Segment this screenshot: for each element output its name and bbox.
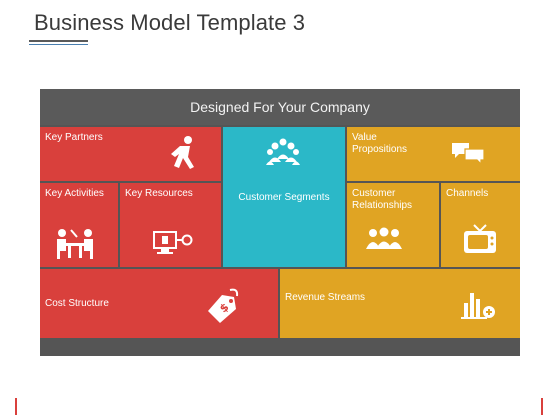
walking-person-icon (166, 135, 200, 171)
people-group-icon (266, 137, 300, 167)
meeting-desk-icon (54, 225, 96, 261)
key-activities-block: Key Activities (40, 183, 118, 267)
key-partners-block: Key Partners (40, 127, 221, 181)
customer-relationships-block: Customer Relationships (347, 183, 439, 267)
title-underline-accent (29, 44, 88, 45)
canvas-footer-strip (40, 338, 520, 356)
customer-segments-label: Customer Segments (238, 192, 330, 203)
customer-relationships-label: Customer Relationships (352, 188, 413, 211)
channels-block: Channels (441, 183, 520, 267)
monitor-presentation-icon (152, 228, 194, 258)
title-underline (29, 40, 88, 42)
canvas-header-label: Designed For Your Company (190, 99, 370, 115)
chat-bubbles-icon (451, 141, 485, 165)
value-propositions-block: Value Propositions (347, 127, 520, 181)
key-partners-label: Key Partners (45, 132, 103, 143)
key-activities-label: Key Activities (45, 188, 104, 199)
people-trio-icon (365, 227, 403, 251)
revenue-streams-block: Revenue Streams (280, 269, 520, 338)
canvas-header: Designed For Your Company (40, 89, 520, 125)
key-resources-block: Key Resources (120, 183, 221, 267)
value-propositions-label: Value Propositions (352, 132, 408, 155)
channels-label: Channels (446, 188, 489, 199)
chart-plus-icon (460, 289, 498, 323)
television-icon (463, 223, 497, 255)
revenue-streams-label: Revenue Streams (285, 292, 366, 303)
cost-structure-label: Cost Structure (45, 298, 109, 309)
key-resources-label: Key Resources (125, 188, 193, 199)
cost-structure-block: Cost Structure $ (40, 269, 278, 338)
customer-segments-block: Customer Segments (223, 127, 345, 267)
right-edge-mark (541, 398, 543, 415)
left-edge-mark (15, 398, 17, 415)
slide-title: Business Model Template 3 (34, 10, 306, 35)
price-tag-icon: $ (204, 287, 244, 327)
